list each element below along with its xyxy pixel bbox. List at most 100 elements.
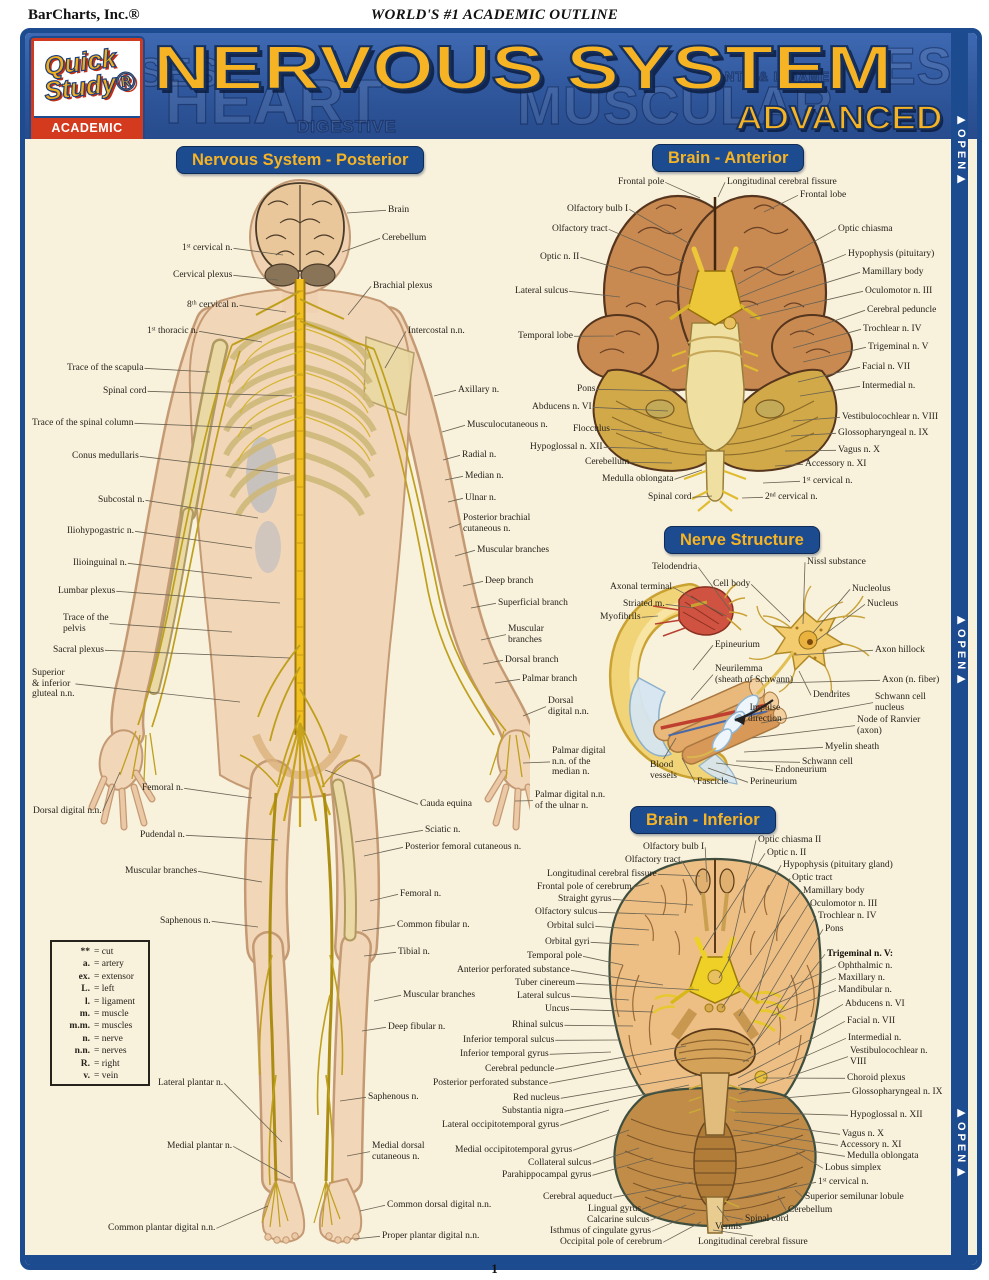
anatomy-label: Parahippocampal gyrus <box>502 1170 592 1180</box>
anatomy-label: Mamillary body <box>862 267 924 277</box>
anatomy-label: Tuber cinereum <box>515 978 576 988</box>
anatomy-label: Nucleolus <box>852 584 891 594</box>
anatomy-label: Median n. <box>465 471 504 481</box>
legend-row: L.= left <box>54 983 146 995</box>
anatomy-label: Dorsal digital n.n. <box>548 696 589 717</box>
anatomy-label: Telodendria <box>652 562 698 572</box>
anatomy-label: Hypophysis (pituitary gland) <box>783 860 893 870</box>
anatomy-label: Endoneurium <box>775 765 827 775</box>
legend-abbr: ** <box>80 947 91 957</box>
section-header-brain-inferior: Brain - Inferior <box>630 806 776 834</box>
anatomy-label: Frontal pole <box>618 177 665 187</box>
anatomy-label: Intercostal n.n. <box>408 326 465 336</box>
anatomy-label: Deep fibular n. <box>388 1022 446 1032</box>
anatomy-label: Trace of the scapula <box>67 363 144 373</box>
anatomy-label: Dendrites <box>813 690 850 700</box>
anatomy-label: Muscular branches <box>125 866 198 876</box>
anatomy-label: Choroid plexus <box>847 1073 906 1083</box>
anatomy-label: Lobus simplex <box>825 1163 882 1173</box>
anatomy-label: Lateral sulcus <box>517 991 571 1001</box>
anatomy-label: Abducens n. VI <box>532 402 592 412</box>
anatomy-label: Trace of the spinal column <box>32 418 134 428</box>
anatomy-label: Sacral plexus <box>53 645 104 655</box>
anatomy-label: Inferior temporal gyrus <box>460 1049 549 1059</box>
anatomy-label: 2ⁿᵈ cervical n. <box>765 492 818 502</box>
anatomy-label: Cerebellum <box>788 1205 833 1215</box>
anatomy-label: Myofibrils <box>600 612 641 622</box>
legend-term: = extensor <box>94 971 134 982</box>
legend-row: ex.= extensor <box>54 971 146 983</box>
legend-row: m.m.= muscles <box>54 1020 146 1032</box>
anatomy-label: Optic n. II <box>540 252 580 262</box>
quickstudy-logo: Quick Study® ACADEMIC <box>31 38 143 139</box>
legend-row: a.= artery <box>54 958 146 970</box>
anatomy-label: Intermedial n. <box>848 1033 902 1043</box>
anatomy-label: Inferior temporal sulcus <box>463 1035 555 1045</box>
anatomy-label: Common plantar digital n.n. <box>108 1223 216 1233</box>
anatomy-label: Dorsal digital n.n. <box>33 806 102 816</box>
anatomy-label: Ilioinguinal n. <box>73 558 127 568</box>
anatomy-label: Frontal pole of cerebrum <box>537 882 632 892</box>
legend-row: n.n.= nerves <box>54 1045 146 1057</box>
anatomy-label: Femoral n. <box>142 783 184 793</box>
anatomy-label: Radial n. <box>462 450 497 460</box>
anatomy-label: Cerebellum <box>585 457 630 467</box>
legend-abbr: a. <box>82 959 90 970</box>
anatomy-label: Oculomotor n. III <box>865 286 933 296</box>
anatomy-label: Blood vessels <box>650 760 677 781</box>
anatomy-label: Medulla oblongata <box>602 474 674 484</box>
anatomy-label: Posterior femoral cutaneous n. <box>405 842 522 852</box>
banner-watermark: MUSCULAR <box>516 75 834 136</box>
anatomy-label: Facial n. VII <box>847 1016 896 1026</box>
anatomy-label: Flocculus <box>573 424 610 434</box>
anatomy-label: Lingual gyrus <box>588 1204 642 1214</box>
anatomy-label: Orbital sulci <box>547 921 595 931</box>
open-tab: ▶OPEN▶ <box>955 113 967 189</box>
anatomy-label: Cerebral peduncle <box>867 305 937 315</box>
anatomy-label: Perineurium <box>750 777 797 787</box>
legend-row: l. = ligament <box>54 996 146 1008</box>
anatomy-label: Hypoglossal n. XII <box>850 1110 923 1120</box>
anatomy-label: Node of Ranvier (axon) <box>857 715 921 736</box>
anatomy-label: Medial dorsal cutaneous n. <box>372 1141 425 1162</box>
anatomy-label: 1ˢᵗ cervical n. <box>182 243 233 253</box>
legend-term: = nerve <box>94 1033 123 1044</box>
anatomy-label: Facial n. VII <box>862 362 911 372</box>
anatomy-label: Sciatic n. <box>425 825 461 835</box>
anatomy-label: Pons <box>825 924 844 934</box>
anatomy-label: Myelin sheath <box>825 742 880 752</box>
legend-term: = muscles <box>94 1021 133 1032</box>
legend-term: = cut <box>94 947 114 957</box>
anatomy-label: Palmar digital n.n. of the ulnar n. <box>535 790 606 811</box>
anatomy-label: Muscular branches <box>508 624 544 645</box>
anatomy-label: Lateral occipitotemporal gyrus <box>442 1120 560 1130</box>
anatomy-label: Common fibular n. <box>397 920 470 930</box>
anatomy-label: Olfactory tract <box>625 855 681 865</box>
anatomy-label: Trochlear n. IV <box>863 324 922 334</box>
anatomy-label: Palmar digital n.n. of the median n. <box>552 746 606 778</box>
legend-abbr: l. <box>84 996 90 1007</box>
anatomy-label: Glossopharyngeal n. IX <box>838 428 929 438</box>
legend-row: n.= nerve <box>54 1033 146 1045</box>
anatomy-label: Muscular branches <box>477 545 550 555</box>
anatomy-label: Calcarine sulcus <box>587 1215 650 1225</box>
anatomy-label: Mamillary body <box>803 886 865 896</box>
legend-term: = ligament <box>94 996 135 1007</box>
anatomy-label: Femoral n. <box>400 889 442 899</box>
anatomy-label: Cerebellum <box>382 233 427 243</box>
anatomy-label: Hypophysis (pituitary) <box>848 249 935 259</box>
anatomy-label: Lateral sulcus <box>515 286 569 296</box>
anatomy-label: Trace of the pelvis <box>63 613 109 634</box>
anatomy-label: Palmar branch <box>522 674 578 684</box>
anatomy-label: Saphenous n. <box>368 1092 419 1102</box>
anatomy-label: Cerebral aqueduct <box>543 1192 613 1202</box>
anatomy-label: Muscular branches <box>403 990 476 1000</box>
tagline-text: WORLD'S #1 ACADEMIC OUTLINE <box>370 7 619 23</box>
anatomy-label: Mandibular n. <box>838 985 892 995</box>
banner-watermark: DIGESTIVE <box>296 116 397 136</box>
anatomy-label: Lateral plantar n. <box>158 1078 224 1088</box>
anatomy-label: Lumbar plexus <box>58 586 116 596</box>
anatomy-label: Deep branch <box>485 576 534 586</box>
